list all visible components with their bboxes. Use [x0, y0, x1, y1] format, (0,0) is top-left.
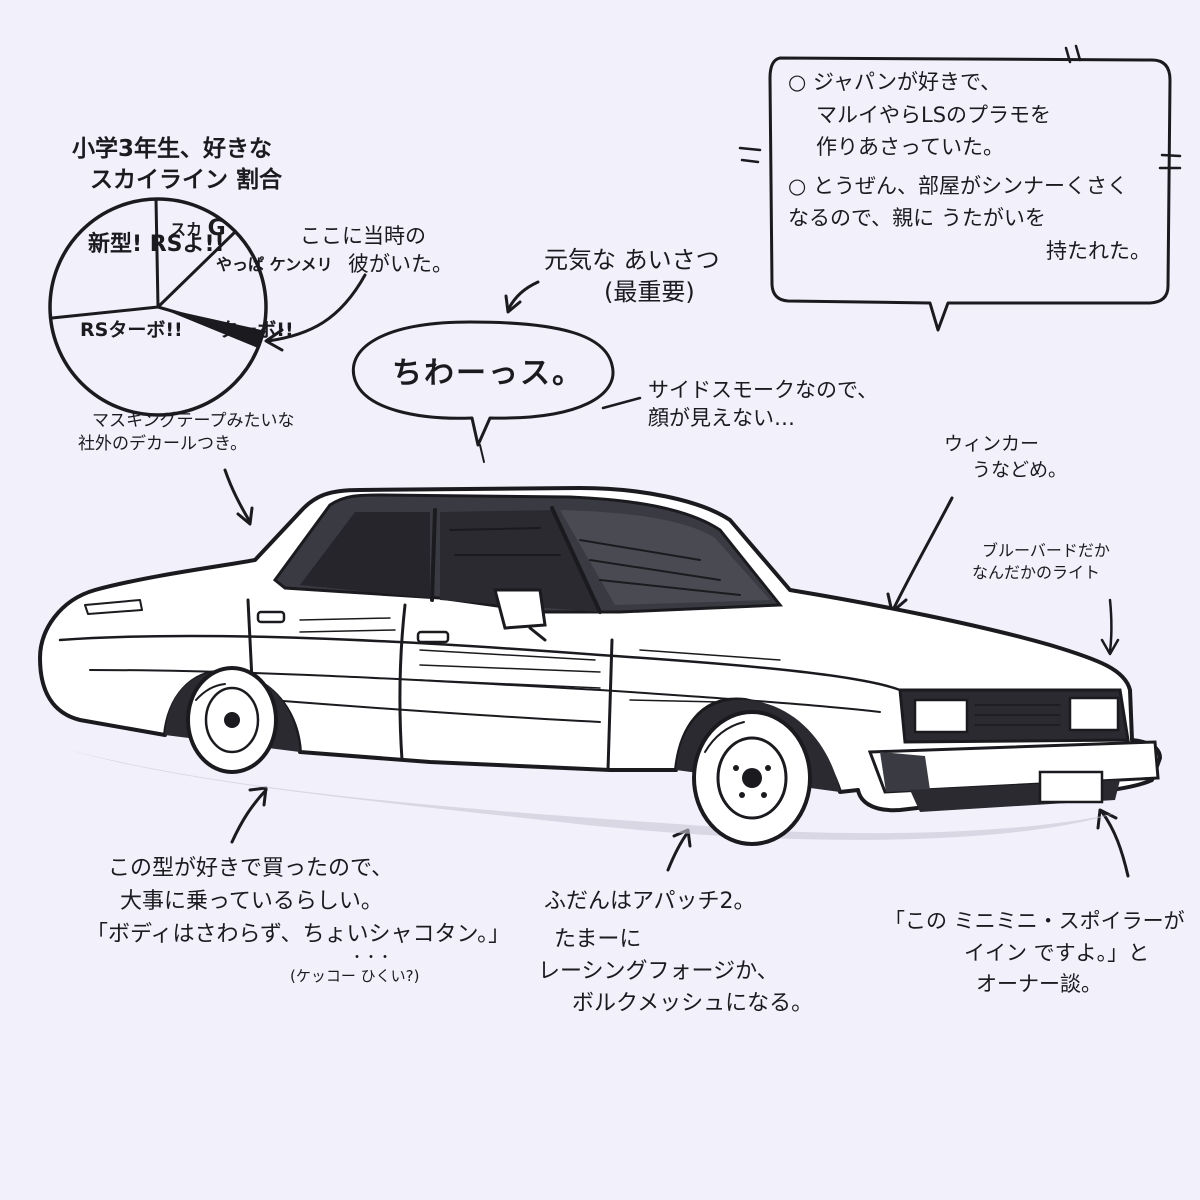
pie-label-line: RSターボ!! — [80, 319, 183, 341]
note-line: マルイやらLSのプラモを — [816, 102, 1052, 127]
note-line: (最重要) — [604, 278, 695, 307]
pie-label-line: ターボ!! — [219, 319, 294, 341]
decal-note: マスキングテープみたいな 社外のデカールつき。 — [78, 410, 295, 456]
speech-text: ちわーっス。 — [392, 356, 584, 391]
note-line: (ケッコー ひくい?) — [290, 967, 420, 985]
note-line: 彼がいた。 — [348, 252, 453, 277]
note-line: 持たれた。 — [1046, 238, 1151, 263]
pie-title-line: スカイライン 割合 — [90, 167, 283, 194]
note-box — [738, 44, 1182, 332]
owner-note: この型が好きで買ったので、 大事に乗っているらしい。 「ボディはさわらず、ちょい… — [86, 852, 510, 988]
steel-wheel-icon — [186, 666, 278, 774]
annotation-arrows — [223, 273, 1130, 878]
note-line: ここに当時の — [300, 224, 426, 248]
note-line: 顔が見えない… — [648, 406, 795, 431]
pie-label-line: ケンメリ — [269, 255, 333, 274]
pie-title-line: 小学3年生、好きな — [72, 136, 273, 162]
note-line: たまーに — [554, 926, 642, 952]
pie-label-rs-turbo: RSターボ!! ターボ!! — [80, 319, 294, 342]
pie-label-line: 新型! — [88, 232, 143, 257]
note-line: ふだんはアパッチ2。 — [544, 889, 756, 914]
pie-label-skyline-g: スカ G — [170, 216, 226, 241]
note-line: 社外のデカールつき。 — [78, 433, 248, 454]
note-line: うなどめ。 — [972, 458, 1068, 481]
note-line: 元気な あいさつ — [544, 246, 720, 274]
pie-label-line: やっぱ — [216, 255, 265, 274]
note-line: オーナー談。 — [976, 972, 1102, 996]
note-line: ○ ジャパンが好きで、 — [788, 70, 1002, 94]
pie-label-line: G — [207, 216, 226, 241]
pie-label-line: スカ — [170, 220, 203, 239]
note-line: 作りあさっていた。 — [816, 135, 1004, 160]
side-smoke-note: サイドスモークなので、 顔が見えない… — [648, 376, 878, 433]
note-line: サイドスモークなので、 — [648, 378, 879, 402]
note-line: ・・・ — [350, 950, 392, 966]
note-line: マスキングテープみたいな — [92, 411, 295, 431]
pie-label-kenmeri: やっぱ ケンメリ — [196, 255, 333, 274]
winker-note: ウィンカー うなどめ。 — [944, 432, 1067, 483]
note-line: 「この ミニミニ・スポイラーが — [884, 909, 1185, 933]
pie-label-new-rs: 新型! RSよ!! — [74, 232, 225, 257]
greeting-note: 元気な あいさつ (最重要) — [544, 244, 720, 309]
spoiler-note: 「この ミニミニ・スポイラーが イイン ですよ。」と オーナー談。 — [884, 906, 1185, 1001]
note-line: ボルクメッシュになる。 — [572, 990, 814, 1016]
note-line: ブルーバードだか — [982, 541, 1110, 560]
note-line: 大事に乗っているらしい。 — [120, 889, 383, 914]
note-line: なんだかのライト — [972, 562, 1101, 582]
note-line: 「ボディはさわらず、ちょいシャコタン。」 — [86, 922, 511, 947]
speech-bubble — [351, 320, 615, 463]
pie-label-line: RSよ!! — [149, 232, 225, 257]
headlight-note: ブルーバードだか なんだかのライト — [972, 540, 1110, 583]
note-line: なるので、親に うたがいを — [788, 206, 1046, 231]
note-line: この型が好きで買ったので、 — [108, 856, 394, 881]
note-line: レーシングフォージか、 — [538, 958, 779, 984]
boxed-note: ○ ジャパンが好きで、 マルイやらLSのプラモを 作りあさっていた。 ○ とうぜ… — [788, 66, 1151, 267]
era-note: ここに当時の 彼がいた。 — [300, 222, 453, 279]
steel-wheel-icon — [692, 710, 812, 846]
pie-title: 小学3年生、好きな スカイライン 割合 — [72, 134, 282, 196]
wheel-note: ふだんはアパッチ2。 たまーに レーシングフォージか、 ボルクメッシュになる。 — [538, 886, 814, 1020]
note-line: イイン ですよ。」と — [964, 940, 1150, 965]
note-line: ○ とうぜん、部屋がシンナーくさく — [788, 173, 1128, 198]
note-line: ウィンカー — [944, 433, 1040, 455]
pie-chart — [48, 197, 268, 417]
